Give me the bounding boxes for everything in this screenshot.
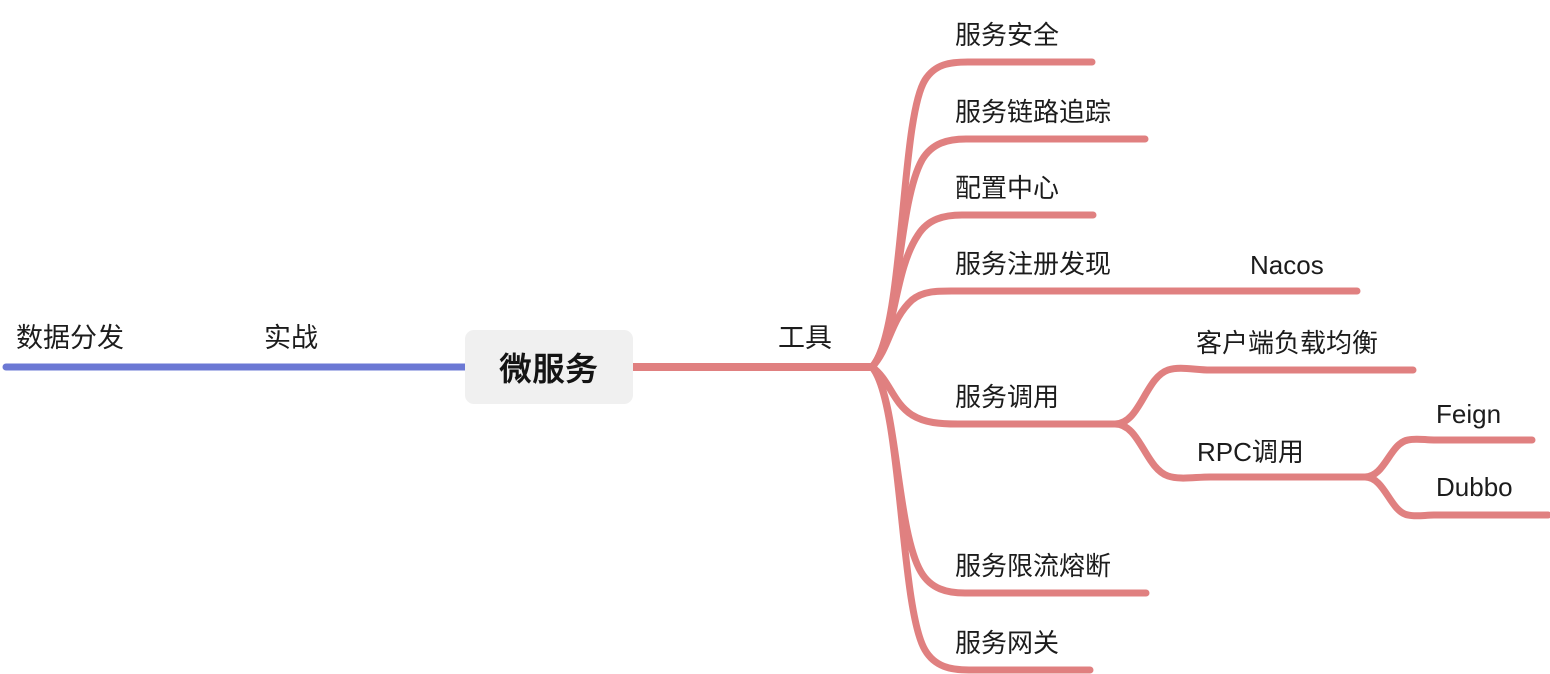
leaf-label-client-load-balancing[interactable]: 客户端负载均衡: [1196, 328, 1379, 358]
leaf-label-rpc-invocation[interactable]: RPC调用: [1197, 437, 1304, 467]
branch-label-service-security[interactable]: 服务安全: [955, 20, 1060, 50]
branch-label-service-rate-limit-circuit-breaker[interactable]: 服务限流熔断: [955, 551, 1112, 581]
branch-label-service-link-tracing[interactable]: 服务链路追踪: [955, 97, 1112, 127]
branch-label-service-registry-discovery[interactable]: 服务注册发现: [955, 249, 1112, 279]
leaf-label-feign[interactable]: Feign: [1436, 399, 1502, 429]
branch-label-config-center[interactable]: 配置中心: [955, 173, 1060, 203]
leaf-label-dubbo[interactable]: Dubbo: [1436, 472, 1513, 502]
left-label-practice[interactable]: 实战: [264, 323, 318, 353]
edge-rpc-invocation-to-feign: [1361, 435, 1536, 481]
branch-label-service-invocation[interactable]: 服务调用: [955, 382, 1060, 412]
branch-label-service-gateway[interactable]: 服务网关: [955, 628, 1060, 658]
edge-hub-to-service-invocation: [868, 363, 1119, 428]
edge-rpc-invocation-to-dubbo: [1361, 473, 1550, 520]
leaf-label-nacos[interactable]: Nacos: [1250, 250, 1324, 280]
root-node-microservices[interactable]: 微服务: [465, 330, 633, 404]
edge-service-invocation-to-rpc-invocation: [1111, 420, 1369, 482]
root-node-label: 微服务: [499, 351, 599, 387]
branch-label-tools[interactable]: 工具: [778, 323, 832, 353]
edge-hub-to-service-gateway: [868, 363, 1094, 674]
edge-hub-to-service-registry-discovery: [868, 287, 1361, 371]
edge-service-invocation-to-client-load-balancing: [1111, 364, 1417, 428]
left-label-data-distribution[interactable]: 数据分发: [16, 323, 124, 353]
